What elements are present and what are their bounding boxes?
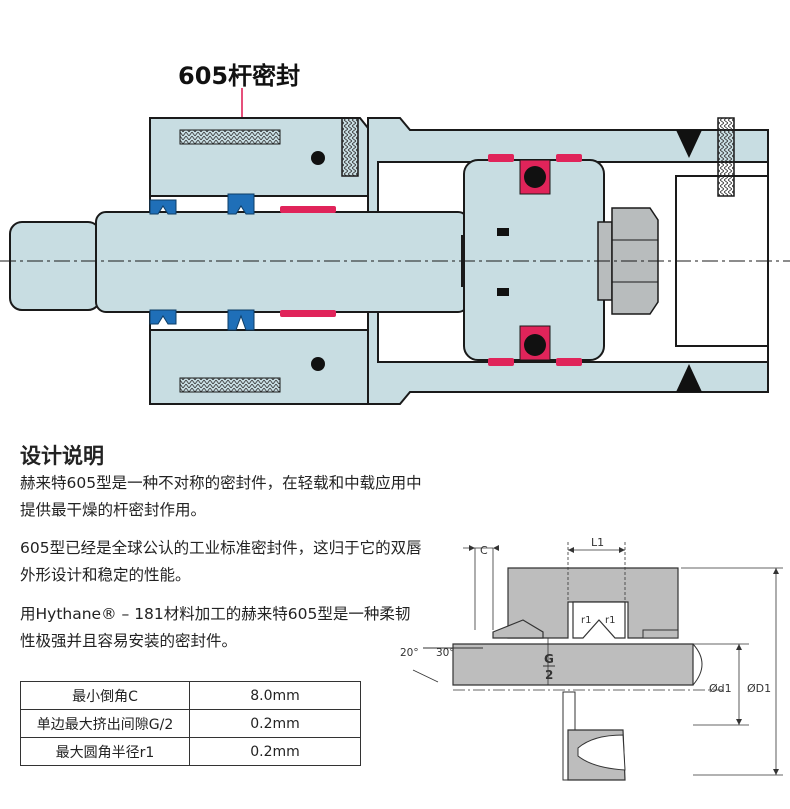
dim-label-D1: ØD1	[747, 682, 771, 695]
description-paragraph-3: 用Hythane® – 181材料加工的赫来特605型是一种柔韧性极强并且容易安…	[20, 605, 411, 650]
angle-label-20: 20°	[400, 647, 419, 659]
spec-label: 最大圆角半径r1	[20, 737, 190, 766]
piston	[463, 154, 605, 366]
o-ring-bottom	[311, 357, 325, 371]
spec-label: 单边最大挤出间隙G/2	[20, 709, 190, 738]
dim-label-l1: L1	[591, 536, 604, 549]
weld-bottom	[676, 364, 702, 392]
port-thread-right	[717, 117, 735, 197]
dim-label-c: C	[480, 544, 488, 557]
description-paragraph-2: 605型已经是全球公认的工业标准密封件，这归于它的双唇外形设计和稳定的性能。	[20, 539, 422, 584]
spec-value: 0.2mm	[189, 737, 361, 766]
dim-label-d1: Ød1	[709, 682, 732, 695]
spec-value: 0.2mm	[189, 709, 361, 738]
table-row: 最小倒角C 8.0mm	[20, 681, 361, 710]
dim-label-g: G	[544, 652, 554, 666]
o-ring-top	[311, 151, 325, 165]
table-row: 单边最大挤出间隙G/2 0.2mm	[20, 709, 361, 738]
spec-value: 8.0mm	[189, 681, 361, 710]
spec-table: 最小倒角C 8.0mm 单边最大挤出间隙G/2 0.2mm 最大圆角半径r1 0…	[20, 681, 361, 766]
angle-label-30: 30°	[436, 647, 455, 659]
weld-top	[676, 130, 702, 158]
description-paragraph-1: 赫来特605型是一种不对称的密封件，在轻载和中载应用中提供最干燥的杆密封作用。	[20, 474, 422, 519]
table-row: 最大圆角半径r1 0.2mm	[20, 737, 361, 766]
cylinder-cross-section-diagram	[0, 88, 790, 405]
groove-detail-diagram: C L1 r1 r1 20° 30° G 2 Ød1 ØD1	[400, 536, 783, 781]
spec-label: 最小倒角C	[20, 681, 190, 710]
seal-callout-title: 605杆密封	[178, 62, 301, 90]
section-title: 设计说明	[20, 444, 104, 468]
rod-seals-605	[149, 193, 255, 331]
rod-wear-rings	[280, 206, 336, 317]
dim-label-r1-right: r1	[605, 615, 615, 626]
dim-label-g-denominator: 2	[545, 668, 553, 682]
dim-label-r1-left: r1	[581, 615, 591, 626]
